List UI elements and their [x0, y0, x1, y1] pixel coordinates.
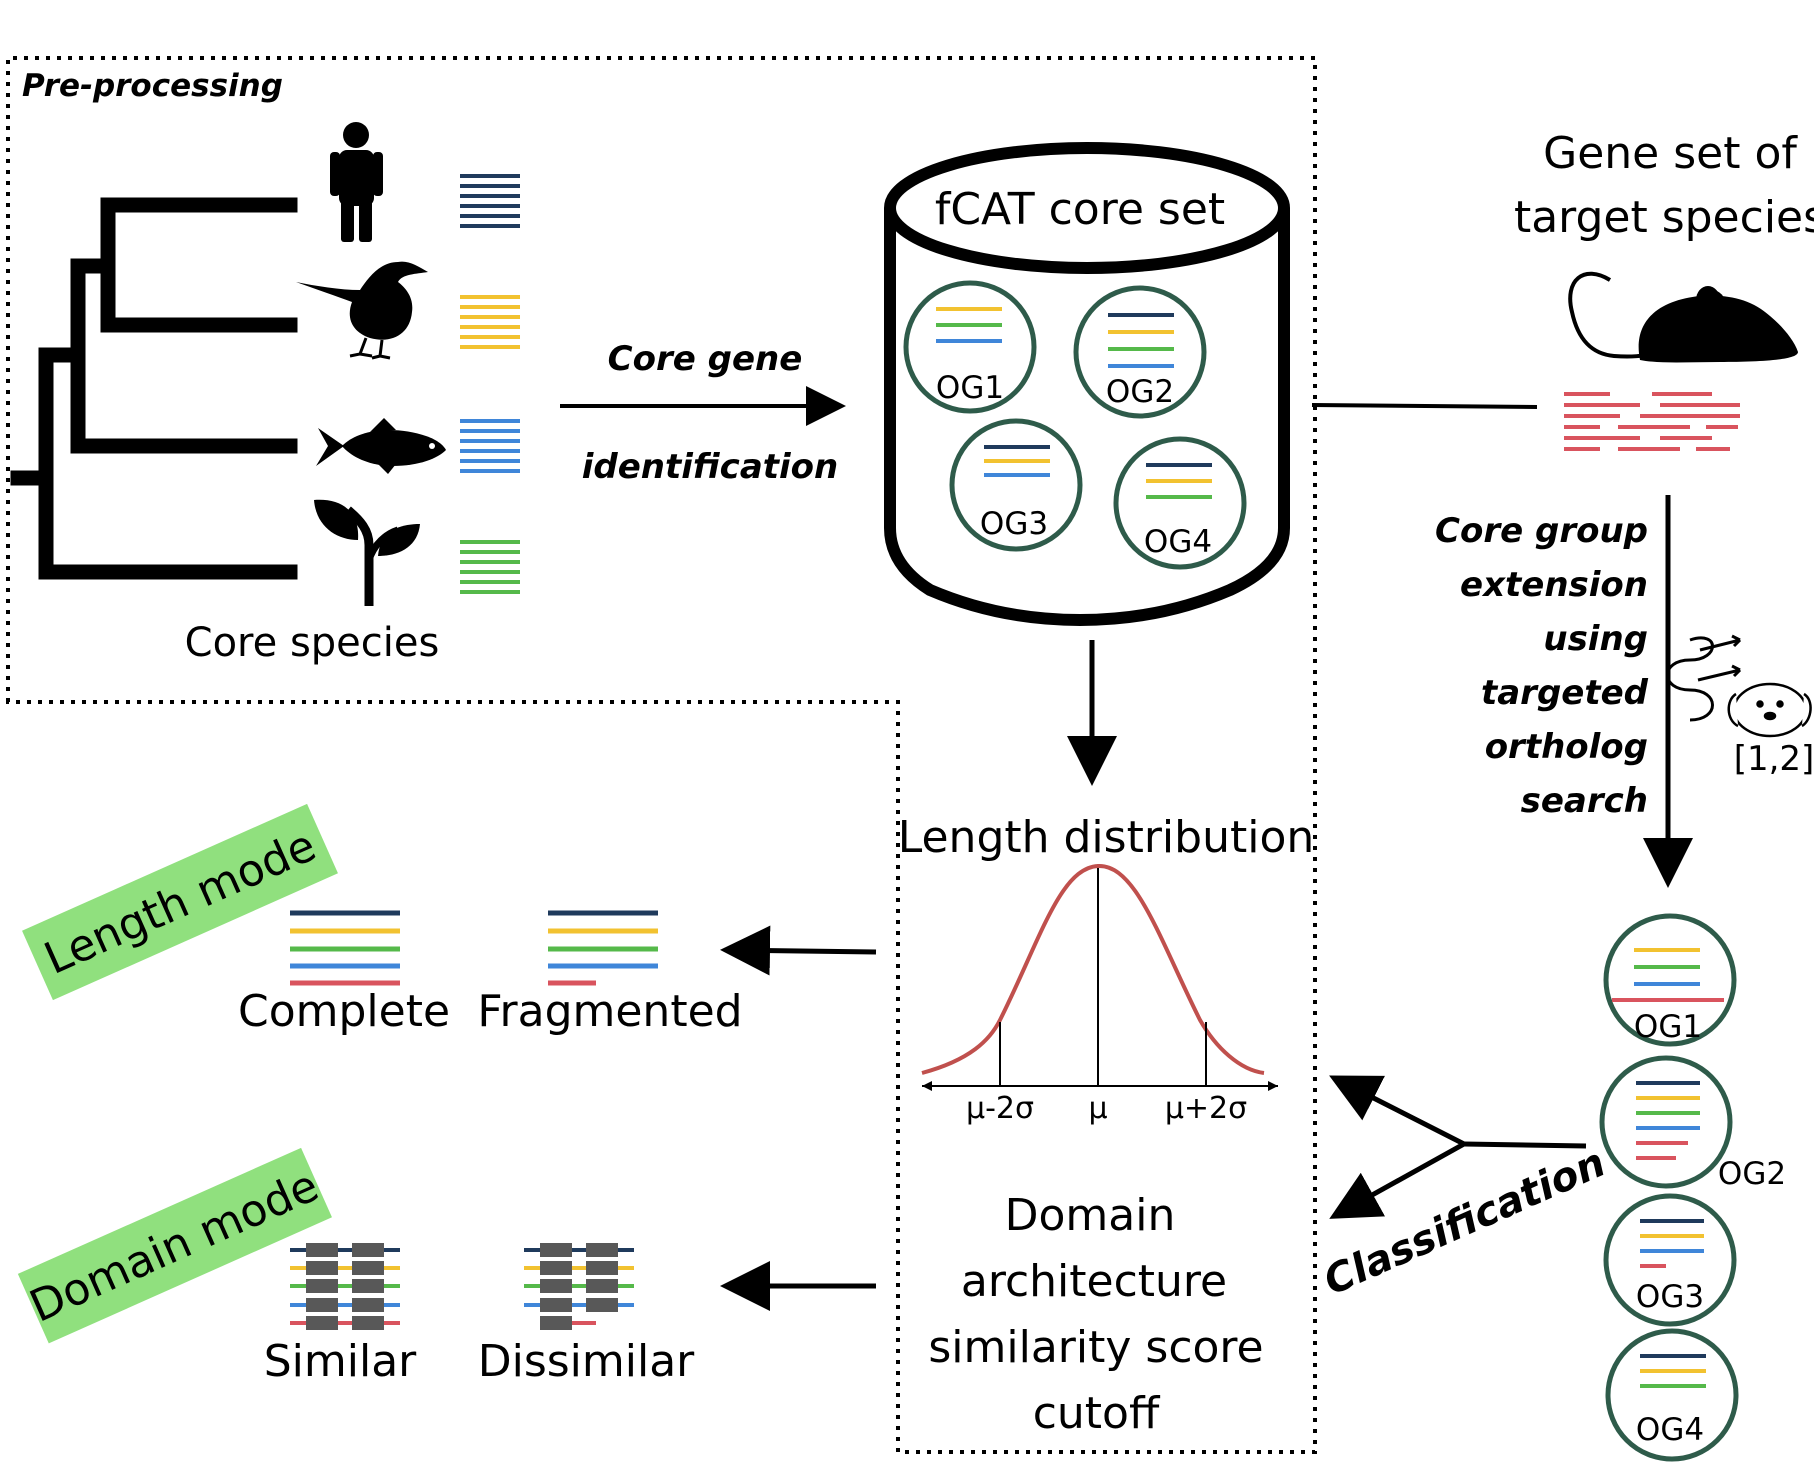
domain-mode-label: Domain mode	[22, 1160, 326, 1332]
plant-icon	[314, 499, 420, 606]
fish-icon	[316, 418, 446, 474]
length-distribution-title: Length distribution	[898, 812, 1315, 863]
bird-icon	[296, 261, 428, 360]
tick-mu: μ	[1088, 1091, 1107, 1126]
target-og4-circle	[1605, 1328, 1739, 1462]
extension-line-1: Core group	[1435, 511, 1648, 551]
target-title-line1: Gene set of	[1543, 128, 1798, 179]
core-og1-circle	[903, 280, 1037, 414]
phylogenetic-tree	[10, 197, 298, 580]
preprocessing-label: Pre-processing	[22, 68, 283, 104]
mouse-icon	[1568, 271, 1798, 363]
helix-icon	[1666, 634, 1742, 722]
classification-arrows	[1329, 1075, 1587, 1219]
domain-score-line-3: similarity score	[928, 1322, 1263, 1373]
to-length-mode-arrow	[720, 925, 877, 976]
core-og2-circle	[1073, 285, 1207, 419]
dog-icon	[1727, 682, 1812, 738]
core-species-label: Core species	[185, 620, 440, 666]
tick-mu-minus-2sigma: μ-2σ	[966, 1091, 1034, 1126]
similar-domain-lines	[290, 1243, 400, 1330]
citation-label: [1,2]	[1734, 739, 1814, 779]
fragmented-gene-lines	[548, 910, 658, 986]
core-set-title: fCAT core set	[935, 184, 1225, 235]
bird-gene-lines	[460, 295, 520, 349]
coreset-target-connector	[1311, 403, 1538, 409]
human-icon	[330, 122, 383, 242]
extension-line-5: ortholog	[1485, 727, 1648, 767]
domain-score-line-2: architecture	[961, 1256, 1227, 1307]
tick-mu-plus-2sigma: μ+2σ	[1165, 1091, 1247, 1126]
domain-score-label: Domain architecture similarity score cut…	[928, 1190, 1263, 1439]
plant-gene-lines	[460, 540, 520, 594]
preprocessing-frame	[6, 56, 1317, 1454]
domain-score-line-4: cutoff	[1033, 1388, 1161, 1439]
extension-line-3: using	[1543, 619, 1648, 659]
core-og1-label: OG1	[936, 370, 1004, 406]
target-og1-circle	[1603, 913, 1737, 1047]
core-og4-circle	[1113, 436, 1247, 570]
domain-mode-badge: Domain mode	[17, 1147, 332, 1344]
classification-label: Classification	[1317, 1140, 1612, 1305]
extension-line-6: search	[1521, 781, 1648, 821]
core-og2-label: OG2	[1106, 374, 1174, 410]
core-og3-circle	[949, 418, 1083, 552]
target-og3-circle	[1603, 1193, 1737, 1327]
extension-line-4: targeted	[1481, 673, 1649, 713]
identification-label: identification	[582, 447, 839, 487]
target-gene-lines	[1564, 392, 1740, 451]
complete-gene-lines	[290, 910, 400, 986]
length-mode-label: Length mode	[37, 820, 323, 985]
target-og3-label: OG3	[1636, 1279, 1704, 1315]
dissimilar-label: Dissimilar	[478, 1336, 695, 1387]
extension-line-2: extension	[1460, 565, 1648, 605]
dissimilar-domain-lines	[524, 1243, 634, 1330]
fish-gene-lines	[460, 419, 520, 473]
similar-label: Similar	[264, 1336, 417, 1387]
fragmented-label: Fragmented	[477, 986, 742, 1037]
domain-score-line-1: Domain	[1005, 1190, 1176, 1241]
human-gene-lines	[460, 174, 520, 228]
target-title-line2: target species	[1514, 192, 1814, 243]
extension-label: Core group extension using targeted orth…	[1435, 511, 1649, 821]
length-mode-badge: Length mode	[22, 803, 338, 1001]
target-og2-label: OG2	[1718, 1156, 1786, 1192]
target-og2-circle	[1599, 1055, 1733, 1189]
complete-label: Complete	[238, 986, 450, 1037]
length-distribution-curve	[921, 863, 1278, 1091]
core-og3-label: OG3	[980, 506, 1048, 542]
target-og4-label: OG4	[1636, 1412, 1704, 1448]
target-og1-label: OG1	[1634, 1009, 1702, 1045]
core-gene-label: Core gene	[608, 339, 803, 379]
core-og4-label: OG4	[1144, 524, 1212, 560]
